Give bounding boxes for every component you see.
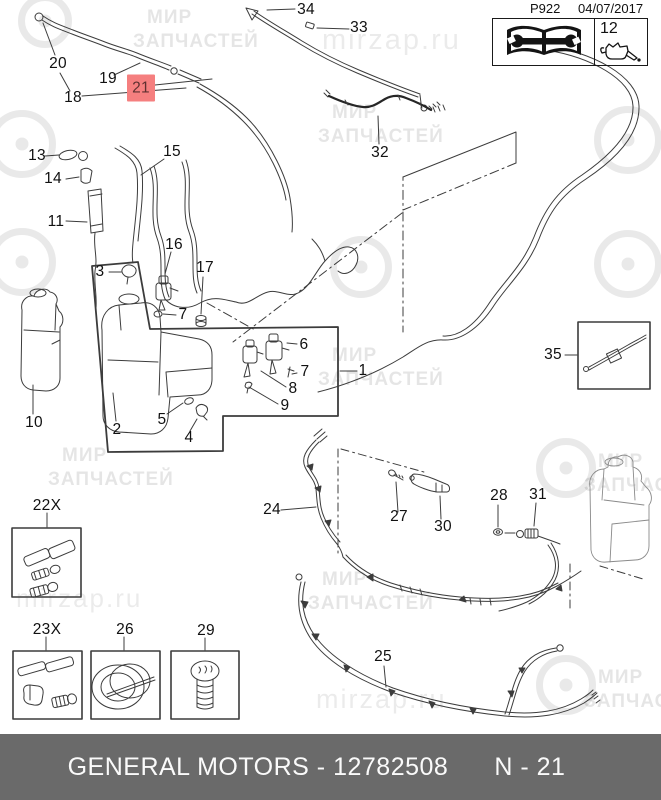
callout-5[interactable]: 5 [157,411,167,428]
callout-9[interactable]: 9 [280,397,290,414]
hose-32 [327,94,433,112]
callout-14[interactable]: 14 [44,170,62,187]
callout-21-highlighted[interactable]: 21 [127,74,155,102]
filler-neck-11 [87,188,104,234]
pump-6 [268,333,279,343]
bracket-15 [114,147,139,264]
grommet-17 [195,315,207,321]
connector-31 [516,530,524,538]
callout-6[interactable]: 6 [299,336,309,353]
callout-34[interactable]: 34 [297,1,315,18]
callout-16[interactable]: 16 [165,236,183,253]
footer-bar: GENERAL MOTORS - 12782508 N - 21 [0,734,661,800]
doc-date: 04/07/2017 [578,1,644,16]
callout-1[interactable]: 1 [358,362,368,379]
book-wrench-icon [503,22,585,63]
hose-end-ring [34,12,44,22]
legend-oil-number: 12 [600,20,618,37]
clip-3 [121,264,137,285]
diagram-line-art [11,7,652,720]
hose-24 [303,439,344,558]
hose-25 [298,581,598,718]
callout-8[interactable]: 8 [288,380,298,397]
callout-11[interactable]: 11 [47,213,65,230]
callout-27[interactable]: 27 [390,508,408,525]
footer-brand-part: GENERAL MOTORS - 12782508 [67,752,449,781]
pump-16 [158,275,169,285]
callout-10[interactable]: 10 [25,414,43,431]
legend-cell-manual [493,19,595,65]
grommet-28 [493,528,503,536]
callout-29[interactable]: 29 [197,622,215,639]
nozzle-30 [410,473,450,493]
legend-cell-oil: 12 [595,19,647,65]
callout-30[interactable]: 30 [434,518,452,535]
grommet-5 [184,397,194,405]
exploded-box-22x [11,527,82,598]
reservoir-10 [20,288,64,392]
callout-15[interactable]: 15 [163,143,181,160]
exploded-box-26 [90,650,161,720]
callout-22x[interactable]: 22X [32,497,62,514]
callout-28[interactable]: 28 [490,487,508,504]
cap-13 [58,149,78,161]
exploded-box-23x [12,650,83,720]
callout-35[interactable]: 35 [544,346,562,363]
pump-8 [245,339,255,348]
oil-can-icon [599,41,643,68]
hose-connector [170,67,178,75]
callout-2[interactable]: 2 [112,421,122,438]
stud-7 [287,366,295,378]
doc-code: P922 [530,1,561,16]
callout-18[interactable]: 18 [64,89,82,106]
callout-26[interactable]: 26 [116,621,134,638]
callout-19[interactable]: 19 [99,70,117,87]
callout-4[interactable]: 4 [184,429,194,446]
callout-33[interactable]: 33 [350,19,368,36]
callout-17[interactable]: 17 [196,259,214,276]
callout-32[interactable]: 32 [371,144,389,161]
exploded-box-1 [91,261,339,453]
footer-page-ref: N - 21 [494,752,566,781]
callout-13[interactable]: 13 [28,147,46,164]
grommet-7 [153,310,163,318]
callout-31[interactable]: 31 [529,486,547,503]
exploded-box-35 [577,321,651,390]
callout-20[interactable]: 20 [49,55,67,72]
strap-clip [605,348,623,364]
reservoir-2 [101,302,213,435]
legend-box: 12 [492,18,648,66]
elbow-4 [195,403,209,421]
callout-23x[interactable]: 23X [32,621,62,638]
screw-29 [190,660,220,682]
clip-33 [305,21,315,30]
seal-14 [80,167,93,184]
callout-3[interactable]: 3 [95,263,105,280]
callout-25[interactable]: 25 [374,648,392,665]
callout-24[interactable]: 24 [263,501,281,518]
exploded-box-29 [170,650,240,720]
callout-7a[interactable]: 7 [178,306,188,323]
ghost-reservoir [589,454,652,563]
screw-27 [388,469,396,477]
callout-7b[interactable]: 7 [300,363,310,380]
